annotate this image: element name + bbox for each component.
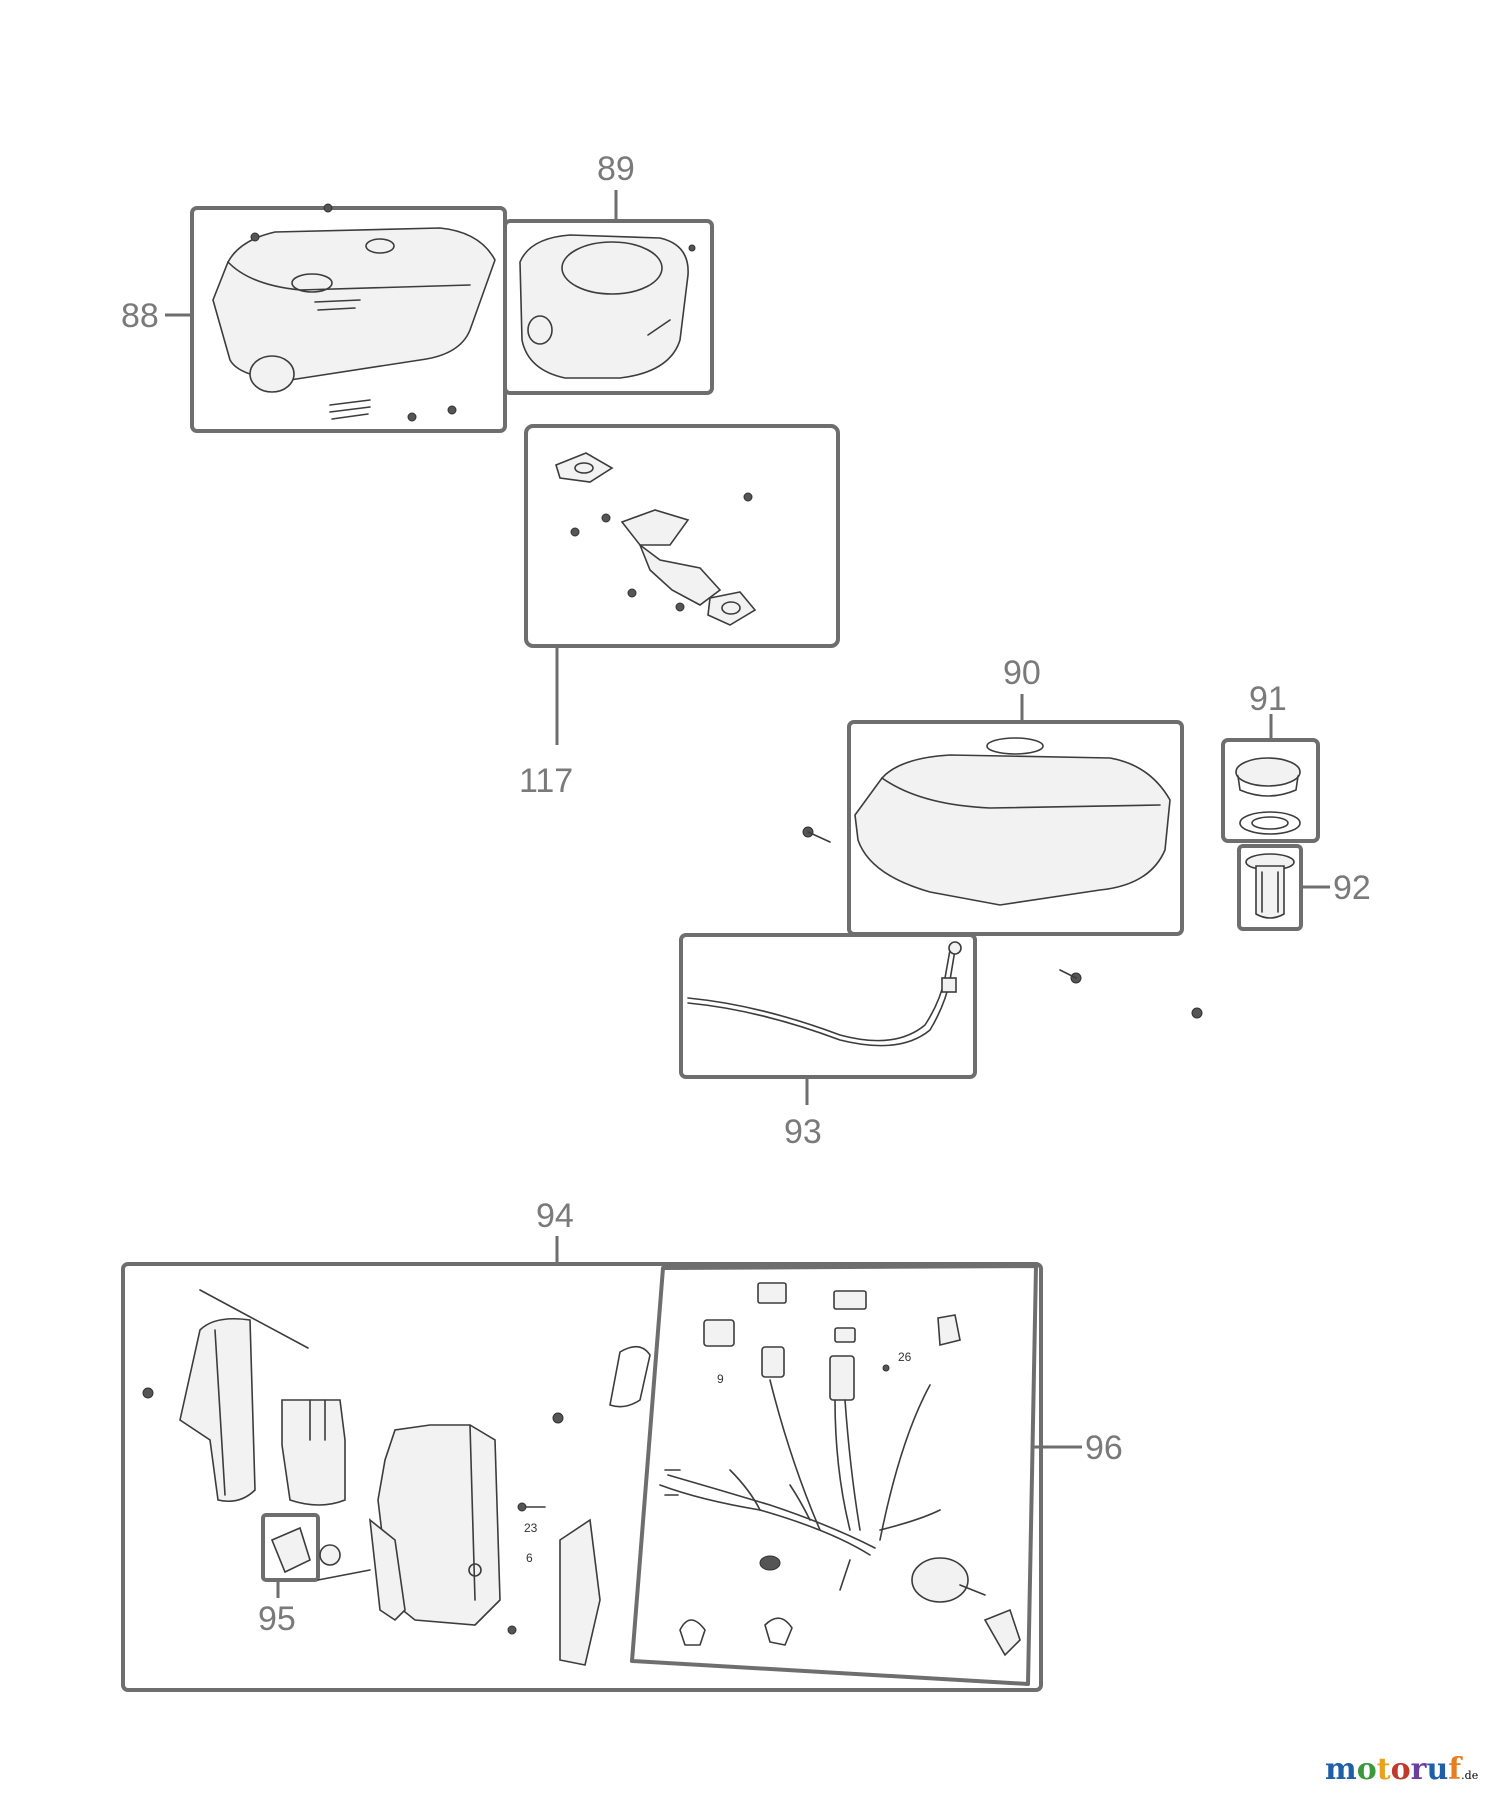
callout-89: 89 [597,150,635,188]
electric-kit-illustration: 6 23 [142,1289,651,1666]
muffler-illustration [519,234,696,379]
watermark-letter: r [1410,1752,1427,1787]
part-91-fuel-cap: 91 [1221,680,1320,843]
callout-9: 9 [717,1372,724,1386]
watermark-text: motoruf [1325,1752,1461,1787]
fuel-cap-illustration [1235,757,1301,835]
callout-117: 117 [519,762,573,800]
callout-94: 94 [536,1197,574,1235]
part-90-fuel-tank: 90 [802,654,1184,936]
part-89-muffler: 89 [503,150,714,395]
fuel-tank-illustration [802,737,1171,906]
callout-93: 93 [784,1113,822,1151]
watermark-letter: u [1426,1752,1449,1787]
callout-90: 90 [1003,654,1041,692]
watermark-letter: t [1376,1752,1391,1787]
fuel-filter-illustration [1245,853,1295,919]
callout-6: 6 [526,1551,533,1565]
loose-bolts [1059,969,1203,1019]
part-92-fuel-filter: 92 [1237,844,1371,931]
callout-88: 88 [121,297,159,335]
part-95-switch: 95 [258,1513,371,1638]
callout-95: 95 [258,1600,296,1638]
watermark-letter: o [1390,1752,1411,1787]
part-88-muffler-cover: 88 [121,203,507,433]
callout-23: 23 [524,1521,538,1535]
muffler-cover-illustration [212,203,496,422]
callout-26: 26 [898,1350,912,1364]
watermark-letter: m [1325,1752,1357,1787]
gasket-illustration [555,452,757,626]
watermark-letter: f [1448,1752,1462,1787]
part-94-electric-start-kit: 94 6 23 [121,1197,1123,1692]
part-117-exhaust-gasket-set: 117 [519,424,840,800]
watermark-letter: o [1356,1752,1377,1787]
cable-illustration [687,941,962,1047]
callout-96: 96 [1085,1429,1123,1467]
part-93-fuel-cable: 93 [679,933,977,1151]
watermark-suffix: .de [1461,1769,1479,1782]
motoruf-watermark: motoruf.de [1325,1752,1485,1792]
part-96-wiring-harness: 96 9 26 [630,1264,1123,1686]
callout-92: 92 [1333,869,1371,907]
callout-91: 91 [1249,680,1287,718]
